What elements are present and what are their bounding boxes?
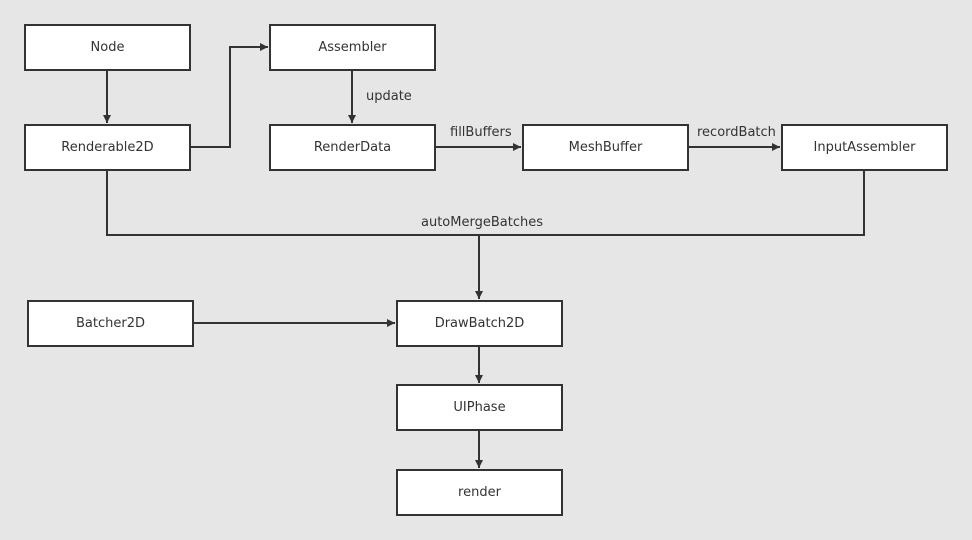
node-box-assembler[interactable]: Assembler xyxy=(269,24,436,71)
node-box-meshbuffer[interactable]: MeshBuffer xyxy=(522,124,689,171)
edge-renderable2d-merge-line xyxy=(106,170,865,236)
edge-label-automergebatches: autoMergeBatches xyxy=(421,215,543,230)
node-box-node[interactable]: Node xyxy=(24,24,191,71)
edge-label-recordbatch: recordBatch xyxy=(697,125,776,140)
node-box-renderable2d[interactable]: Renderable2D xyxy=(24,124,191,171)
edge-label-fillbuffers: fillBuffers xyxy=(450,125,512,140)
node-box-inputassembler[interactable]: InputAssembler xyxy=(781,124,948,171)
node-box-render[interactable]: render xyxy=(396,469,563,516)
node-box-drawbatch2d[interactable]: DrawBatch2D xyxy=(396,300,563,347)
node-box-batcher2d[interactable]: Batcher2D xyxy=(27,300,194,347)
edge-renderable2d-to-assembler xyxy=(190,43,268,148)
node-box-renderdata[interactable]: RenderData xyxy=(269,124,436,171)
node-box-uiphase[interactable]: UIPhase xyxy=(396,384,563,431)
edge-label-update: update xyxy=(366,89,412,104)
